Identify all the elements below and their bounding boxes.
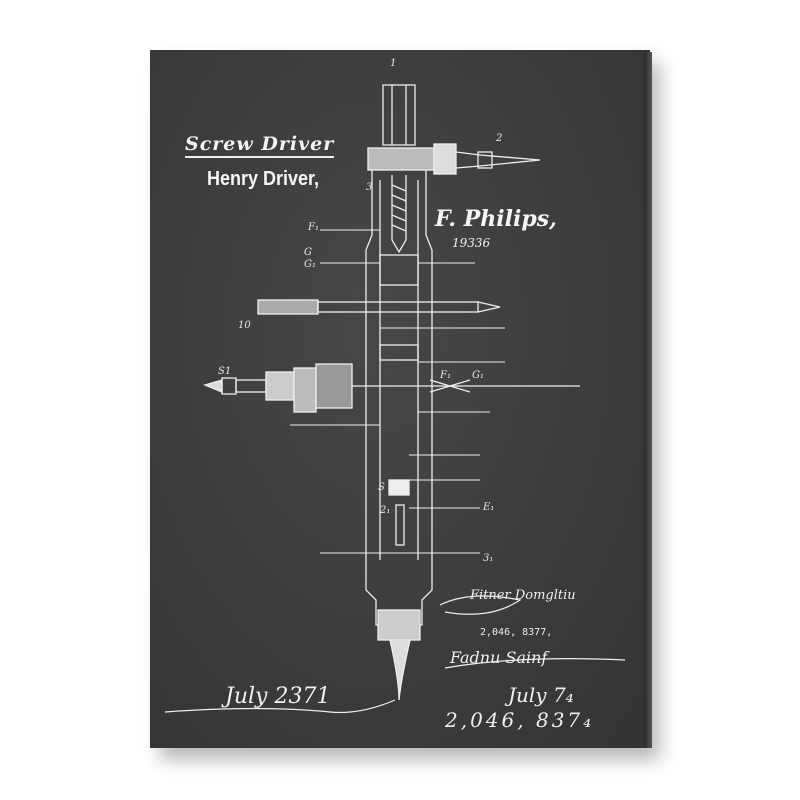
patent-number: 2,046, 8377, [480, 627, 553, 638]
middle-rod [257, 299, 501, 315]
signature-middle: Fadnu Sainf [450, 648, 548, 667]
part-label: G₁ [304, 259, 316, 270]
part-label: G₁ [472, 370, 484, 381]
screwdriver-body [365, 84, 433, 701]
signature-bottom: July 2371 [225, 684, 331, 709]
part-label: E₁ [483, 502, 495, 513]
part-label: 3 [366, 182, 373, 193]
canvas-edge [644, 52, 652, 748]
upper-crossbar [367, 143, 541, 175]
signature-strokes [164, 595, 626, 714]
part-label: G [304, 247, 312, 258]
part-label: 1 [390, 58, 397, 69]
inventor-name: Henry Driver, [207, 168, 320, 190]
part-label: 10 [238, 320, 251, 331]
part-label: F₁ [440, 370, 451, 381]
part-label: F₁ [308, 222, 319, 233]
leader-lines [290, 229, 505, 554]
patent-number-script: 2,046, 837₄ [445, 708, 595, 732]
print-title: Screw Driver [185, 133, 335, 158]
part-label: 2₁ [380, 505, 391, 516]
part-label: S [378, 482, 385, 493]
signature-top: Fitner Domgltiu [470, 588, 576, 603]
part-label: 3₁ [483, 553, 494, 564]
part-label: S1 [218, 366, 232, 377]
date-script: July 7₄ [508, 683, 574, 707]
lower-crossbar [203, 363, 580, 413]
assignee-name: F. Philips, [435, 206, 557, 232]
year: 19336 [452, 236, 491, 250]
part-label: 2 [496, 133, 503, 144]
